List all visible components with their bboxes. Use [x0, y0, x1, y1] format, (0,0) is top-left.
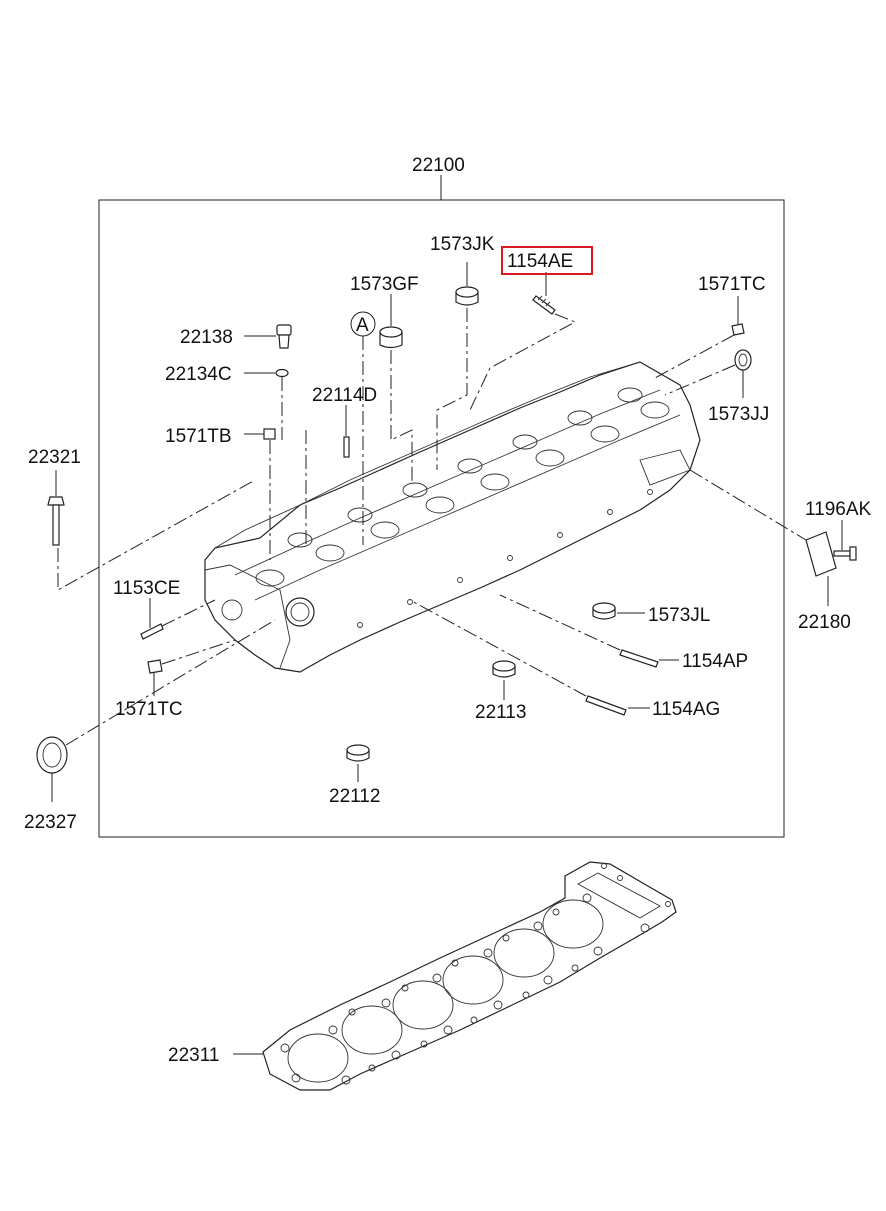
leader-1573JJ-dash	[664, 364, 736, 396]
label-1571TC-bottom[interactable]: 1571TC	[115, 699, 183, 720]
leader-1154AP-dash	[499, 594, 621, 651]
label-22114D[interactable]: 22114D	[312, 385, 377, 406]
part-22327[interactable]	[36, 736, 68, 774]
part-22113[interactable]	[492, 660, 516, 678]
label-22180[interactable]: 22180	[798, 612, 851, 633]
label-1573JL[interactable]: 1573JL	[648, 605, 710, 626]
highlight-box-1154AE	[501, 246, 593, 275]
cylinder-head-body	[204, 361, 701, 673]
part-22321[interactable]	[47, 496, 65, 546]
leader-22327-dash	[65, 619, 276, 746]
part-22114D[interactable]	[343, 436, 350, 458]
label-22311[interactable]: 22311	[168, 1045, 219, 1066]
part-1196AK[interactable]	[833, 546, 857, 561]
label-1196AK[interactable]: 1196AK	[805, 499, 872, 520]
leader-1573JK-dash	[436, 308, 468, 470]
part-1573JL[interactable]	[592, 602, 616, 620]
label-1153CE[interactable]: 1153CE	[113, 578, 180, 599]
leader-22180-dash	[689, 469, 807, 541]
leader-1571TC-top-dash	[654, 334, 735, 379]
part-1573GF[interactable]	[379, 326, 403, 349]
label-22113[interactable]: 22113	[475, 702, 526, 723]
part-1571TC-bottom[interactable]	[147, 659, 163, 674]
label-1154AG[interactable]: 1154AG	[652, 699, 720, 720]
part-22134C[interactable]	[275, 368, 289, 378]
label-1571TC-top[interactable]: 1571TC	[698, 274, 766, 295]
label-1571TB[interactable]: 1571TB	[165, 426, 232, 447]
part-1154AE[interactable]	[532, 295, 556, 315]
leader-22321-dash	[57, 479, 256, 591]
leader-1573GF-dash	[390, 350, 413, 485]
leader-1154AG-dash	[409, 599, 587, 697]
part-22112[interactable]	[346, 744, 370, 762]
label-1154AP[interactable]: 1154AP	[682, 651, 748, 672]
part-1571TB[interactable]	[263, 428, 276, 440]
label-22321[interactable]: 22321	[28, 447, 81, 468]
label-22138[interactable]: 22138	[180, 327, 233, 348]
part-1154AP[interactable]	[619, 649, 659, 668]
part-1153CE[interactable]	[140, 623, 164, 640]
leader-1153CE-dash	[161, 599, 216, 627]
label-22327[interactable]: 22327	[24, 812, 77, 833]
label-1573JJ[interactable]: 1573JJ	[708, 404, 769, 425]
part-22180[interactable]	[805, 531, 837, 577]
leader-1571TC-bottom-dash	[161, 639, 236, 665]
callout-a-letter: A	[356, 315, 369, 336]
part-1571TC-top[interactable]	[731, 323, 745, 336]
part-22138[interactable]	[276, 324, 292, 349]
label-1573GF[interactable]: 1573GF	[350, 274, 419, 295]
label-22100[interactable]: 22100	[412, 155, 465, 176]
label-22134C[interactable]: 22134C	[165, 364, 232, 385]
label-1154AE[interactable]: 1154AE	[507, 251, 573, 272]
part-1573JJ[interactable]	[734, 349, 752, 371]
label-1573JK[interactable]: 1573JK	[430, 234, 495, 255]
label-22112[interactable]: 22112	[329, 786, 380, 807]
part-22311-head-gasket[interactable]	[262, 861, 677, 1091]
part-1573JK[interactable]	[455, 286, 479, 306]
leader-1154AE-dash	[469, 313, 577, 411]
part-1154AG[interactable]	[585, 695, 627, 716]
